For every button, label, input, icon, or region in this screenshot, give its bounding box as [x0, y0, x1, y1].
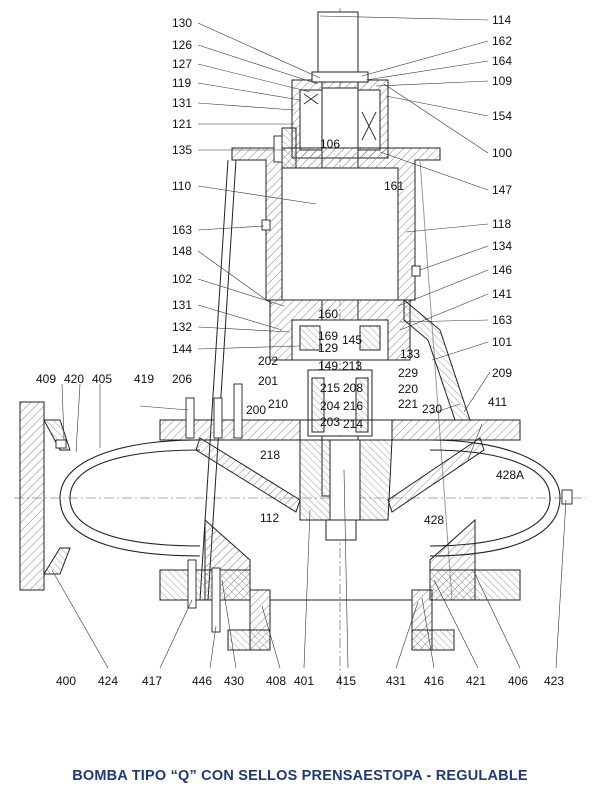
label-134: 134 [492, 239, 513, 253]
label-163-right: 163 [492, 313, 513, 327]
label-428: 428 [424, 513, 445, 527]
label-203: 203 [320, 415, 341, 429]
label-210: 210 [268, 397, 289, 411]
label-141: 141 [492, 287, 513, 301]
label-118: 118 [492, 217, 512, 231]
label-112: 112 [260, 511, 280, 525]
label-409: 409 [36, 372, 57, 386]
label-430: 430 [224, 674, 245, 688]
stuffing-box [269, 298, 471, 437]
label-209: 209 [492, 366, 513, 380]
label-201: 201 [258, 374, 279, 388]
label-102: 102 [172, 272, 193, 286]
label-144: 144 [172, 342, 193, 356]
upper-casing [159, 419, 521, 513]
label-154: 154 [492, 109, 513, 123]
label-400: 400 [56, 674, 77, 688]
discharge-flange [19, 401, 71, 591]
label-424: 424 [98, 674, 119, 688]
label-428A: 428A [496, 468, 525, 482]
label-145: 145 [342, 333, 363, 347]
label-417: 417 [142, 674, 163, 688]
label-100: 100 [492, 146, 513, 160]
label-106: 106 [320, 137, 341, 151]
label-411: 411 [488, 395, 508, 409]
label-200: 200 [246, 403, 267, 417]
label-114: 114 [492, 13, 512, 27]
label-208: 208 [343, 381, 364, 395]
label-214: 214 [343, 417, 364, 431]
label-121: 121 [172, 117, 193, 131]
label-129: 129 [318, 341, 339, 355]
label-148: 148 [172, 244, 193, 258]
label-204: 204 [320, 399, 341, 413]
label-401: 401 [294, 674, 315, 688]
label-162: 162 [492, 34, 513, 48]
label-163-left: 163 [172, 223, 193, 237]
label-416: 416 [424, 674, 445, 688]
label-161: 161 [384, 179, 405, 193]
label-206: 206 [172, 372, 193, 386]
label-405: 405 [92, 372, 113, 386]
label-420: 420 [64, 372, 85, 386]
label-131-mid: 131 [172, 298, 193, 312]
label-101: 101 [492, 335, 513, 349]
label-216: 216 [343, 399, 364, 413]
label-109: 109 [492, 74, 513, 88]
label-132: 132 [172, 320, 193, 334]
label-419: 419 [134, 372, 155, 386]
label-133: 133 [400, 347, 421, 361]
label-446: 446 [192, 674, 213, 688]
label-423: 423 [544, 674, 565, 688]
label-126: 126 [172, 38, 193, 52]
drawing-caption: BOMBA TIPO “Q” CON SELLOS PRENSAESTOPA -… [72, 768, 528, 784]
bolts [55, 135, 573, 633]
label-230: 230 [422, 402, 443, 416]
label-229: 229 [398, 366, 419, 380]
impeller [299, 439, 393, 541]
label-119: 119 [172, 76, 192, 90]
label-431: 431 [386, 674, 407, 688]
label-220: 220 [398, 382, 419, 396]
label-421: 421 [466, 674, 487, 688]
label-131-top: 131 [172, 96, 193, 110]
label-135: 135 [172, 143, 193, 157]
label-147: 147 [492, 183, 513, 197]
label-408: 408 [266, 674, 287, 688]
label-169: 169 [318, 329, 339, 343]
label-213: 213 [342, 359, 363, 373]
label-164: 164 [492, 54, 513, 68]
label-215: 215 [320, 381, 341, 395]
label-149: 149 [318, 359, 339, 373]
leader-lines [51, 15, 567, 669]
label-415: 415 [336, 674, 357, 688]
label-127: 127 [172, 57, 193, 71]
label-202: 202 [258, 354, 279, 368]
label-130: 130 [172, 16, 193, 30]
label-218: 218 [260, 448, 281, 462]
label-406: 406 [508, 674, 529, 688]
label-160: 160 [318, 307, 339, 321]
label-146: 146 [492, 263, 513, 277]
motor-stool [199, 147, 453, 601]
label-221: 221 [398, 397, 419, 411]
label-110: 110 [172, 179, 192, 193]
